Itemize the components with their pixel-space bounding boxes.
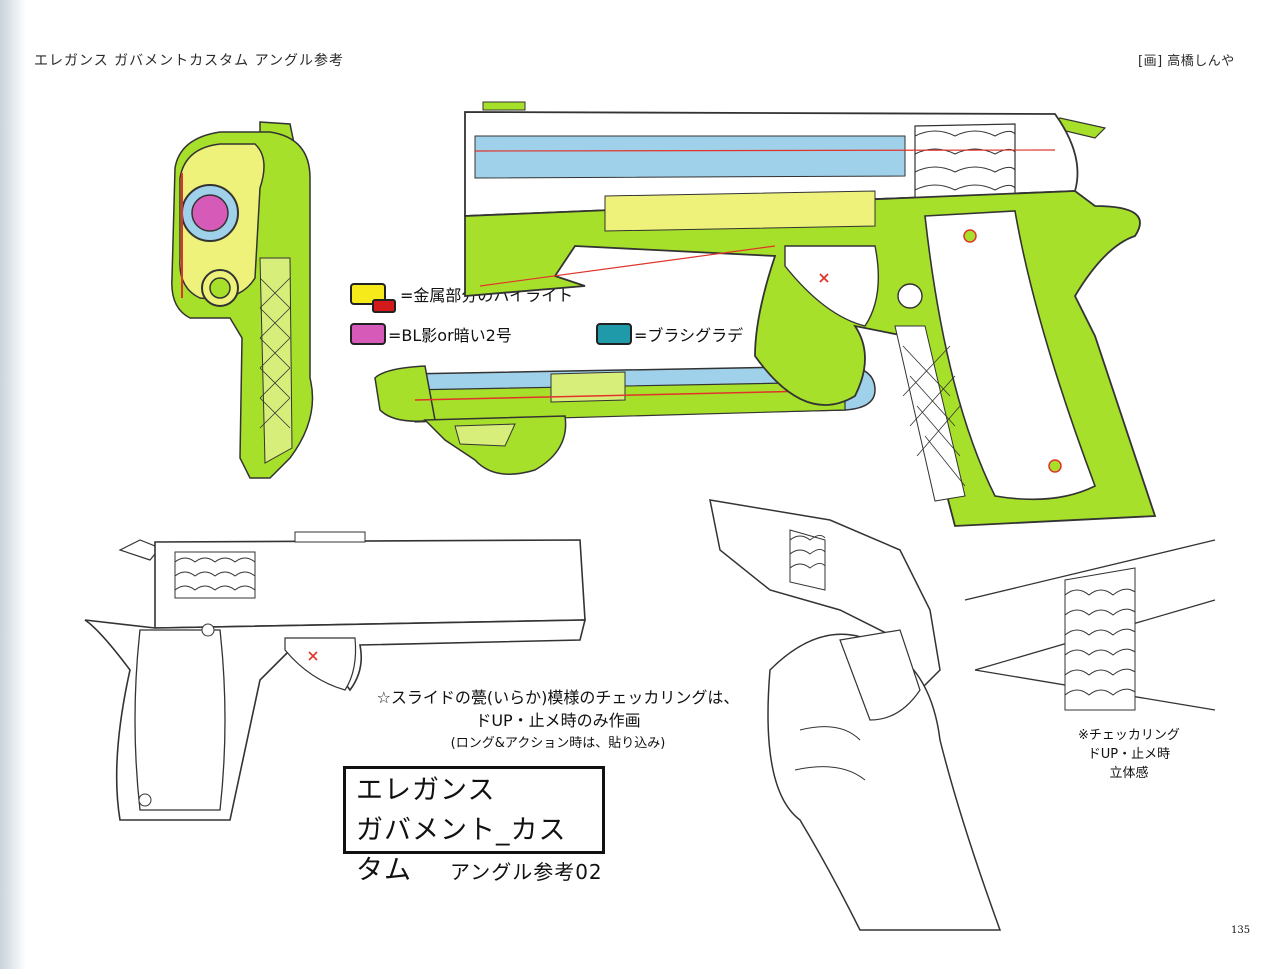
header-title: エレガンス ガバメントカスタム アングル参考 bbox=[34, 53, 345, 69]
hand-holding-pistol-drawing-icon bbox=[709, 499, 1002, 931]
side-note-line1: ※チェッカリング bbox=[1078, 728, 1180, 743]
legend-brush-label: =ブラシグラデ bbox=[634, 326, 744, 345]
pink-swatch-icon bbox=[350, 323, 386, 345]
checkering-note-line1: ☆スライドの甍(いらか)模様のチェッカリングは、 bbox=[376, 688, 740, 707]
page-number: 135 bbox=[1231, 925, 1251, 936]
title-line2: ガバメント_カスタム bbox=[356, 815, 567, 886]
checkering-note-line3: (ロング&アクション時は、貼り込み) bbox=[450, 736, 666, 751]
pistol-side-colored-drawing-icon bbox=[464, 101, 1157, 527]
slide-checkering-detail-drawing-icon bbox=[964, 539, 1216, 711]
side-note-line3: 立体感 bbox=[1109, 766, 1149, 781]
checkering-note-line2: ドUP・止メ時のみ作画 bbox=[475, 711, 641, 730]
header-credit: [画] 高橋しんや bbox=[1138, 54, 1235, 69]
title-subtitle: アングル参考02 bbox=[450, 860, 603, 884]
pistol-side-lineart-drawing-icon bbox=[84, 531, 587, 821]
legend-brush: =ブラシグラデ bbox=[596, 322, 743, 346]
title-line1: エレガンス bbox=[356, 775, 496, 806]
checkering-note: ☆スライドの甍(いらか)模様のチェッカリングは、 ドUP・止メ時のみ作画 (ロン… bbox=[348, 686, 768, 755]
teal-swatch-icon bbox=[596, 323, 632, 345]
yellow-red-swatch-icon bbox=[350, 283, 396, 313]
legend-shadow: =BL影or暗い2号 bbox=[350, 322, 512, 346]
side-note-line2: ドUP・止メ時 bbox=[1087, 747, 1171, 762]
page-edge-shadow bbox=[0, 0, 26, 969]
title-box: エレガンス ガバメント_カスタム bbox=[343, 766, 605, 886]
pistol-top-view-drawing-icon bbox=[374, 365, 876, 475]
legend-shadow-label: =BL影or暗い2号 bbox=[388, 326, 512, 345]
pistol-front-view-drawing-icon bbox=[171, 121, 314, 479]
side-note: ※チェッカリング ドUP・止メ時 立体感 bbox=[1078, 726, 1180, 783]
